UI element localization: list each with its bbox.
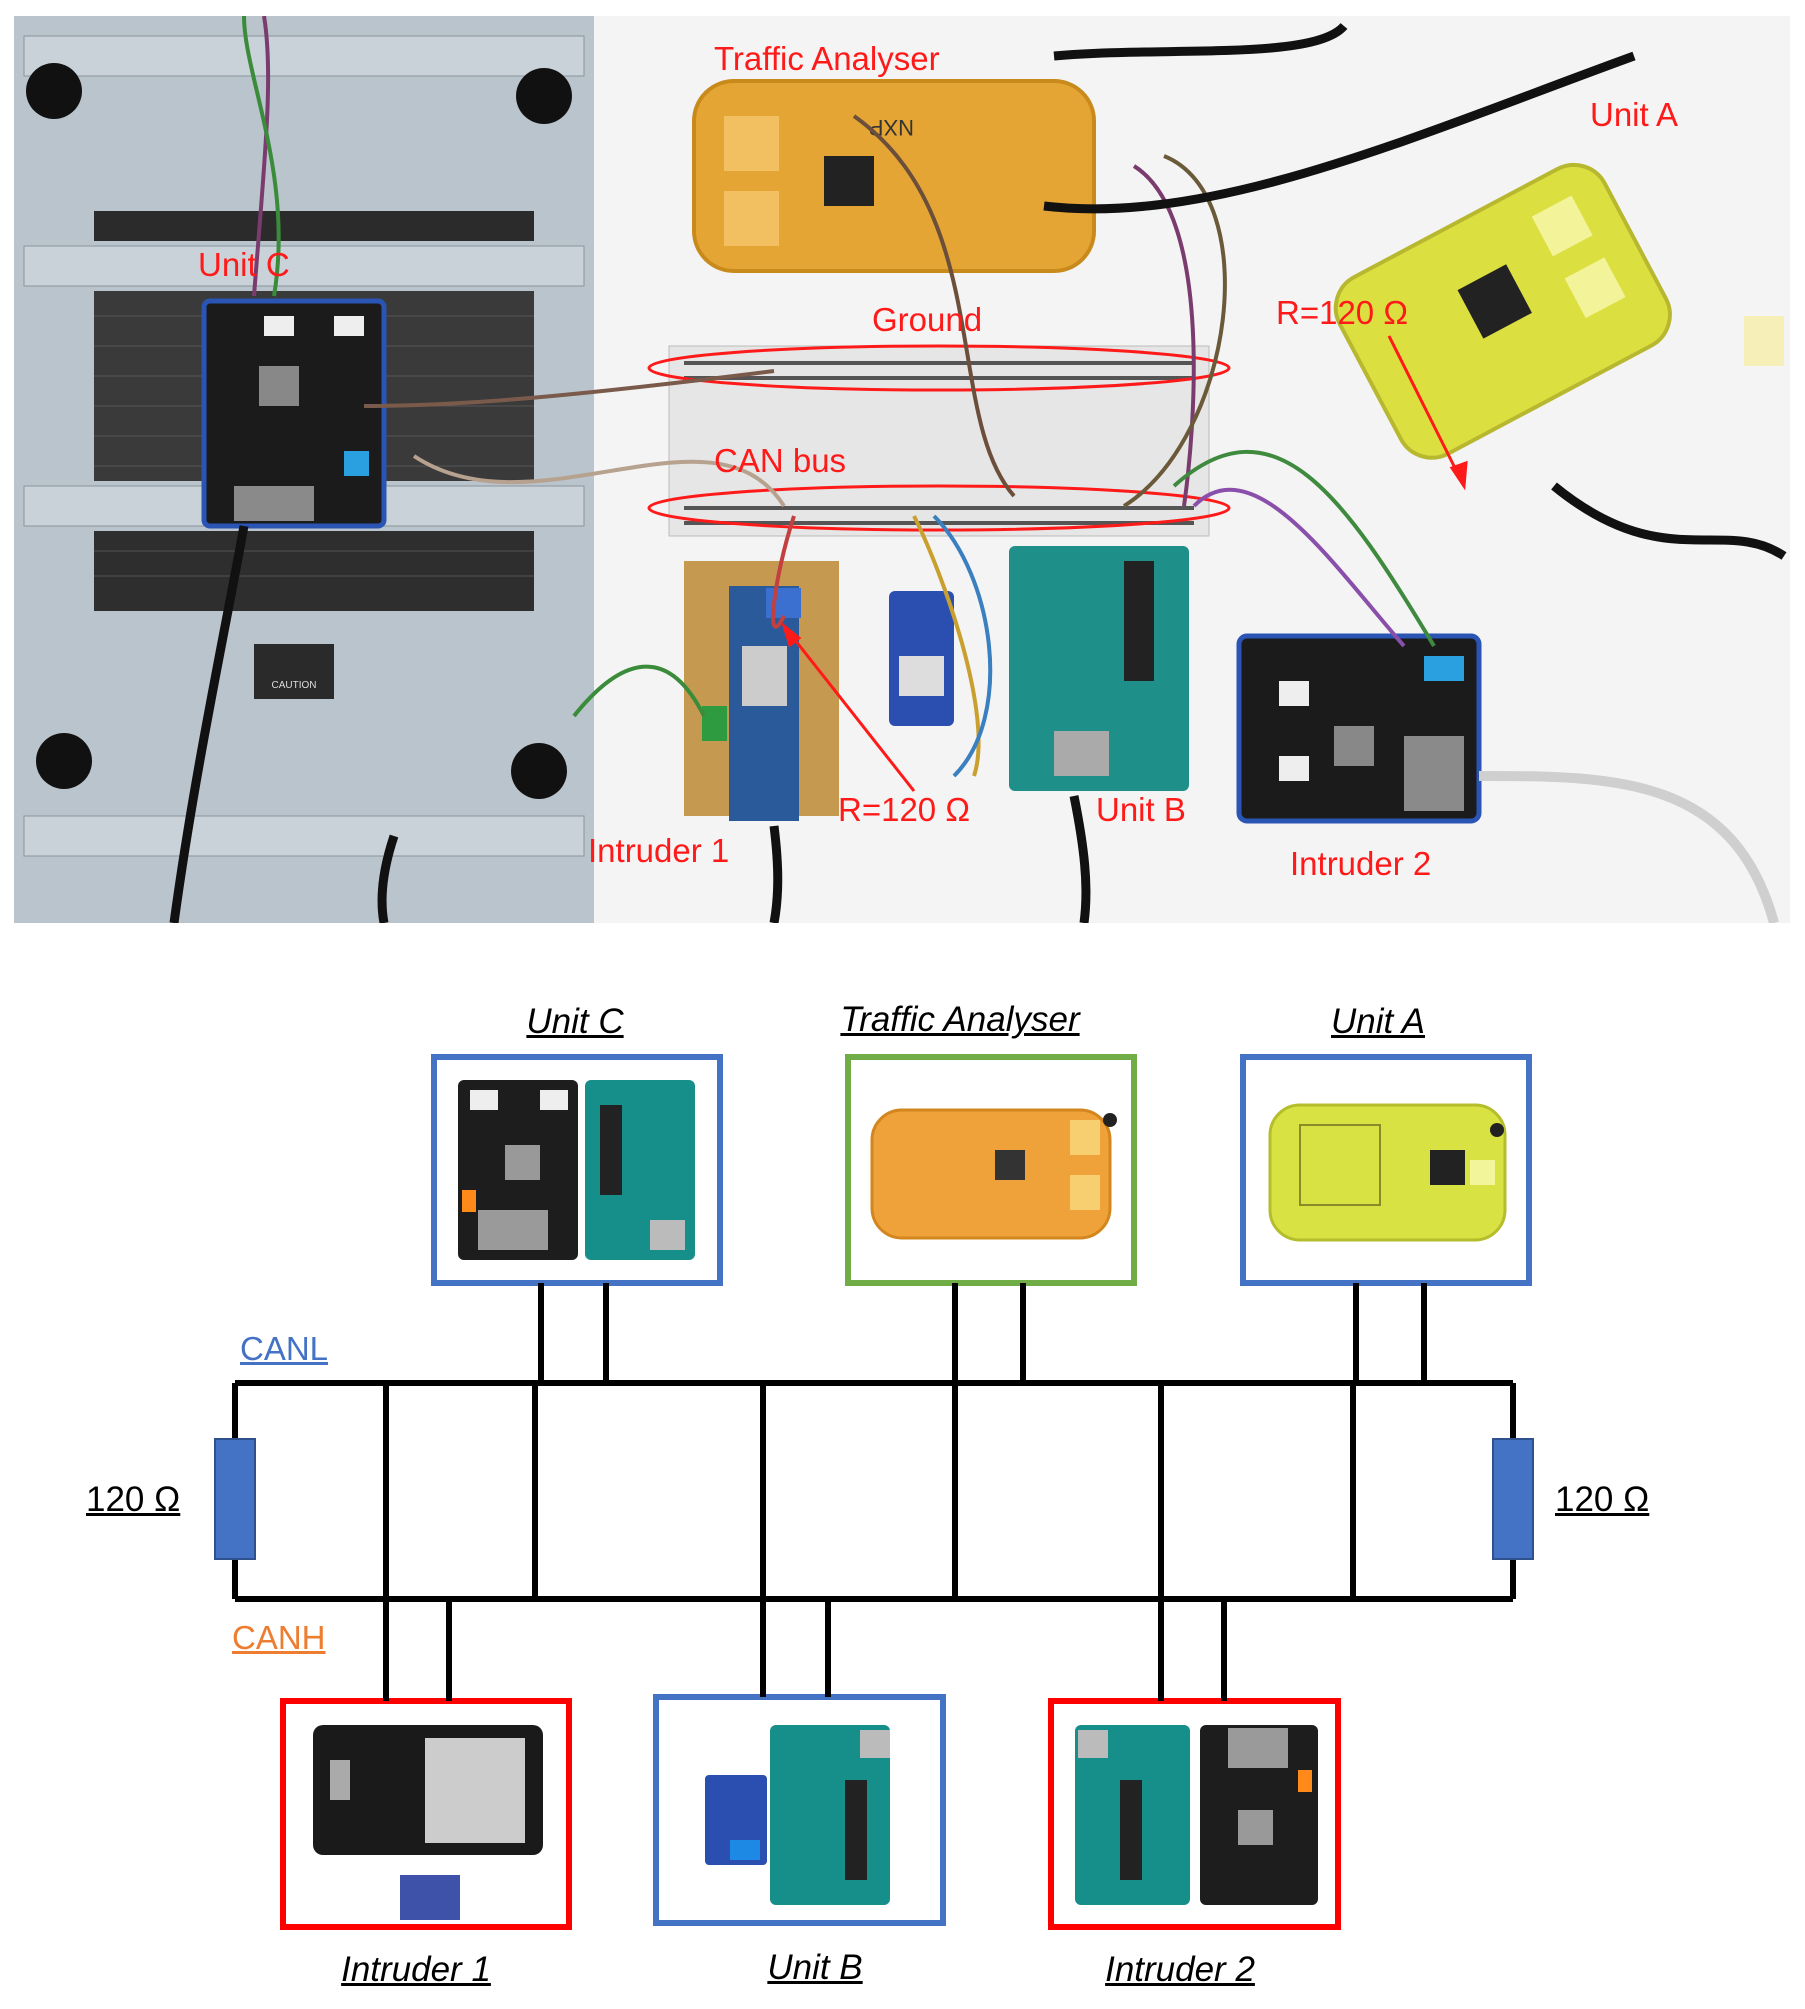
photo-label-r-unit-a: R=120 Ω [1276,294,1408,331]
traffic-analyser-board-picture [870,1108,1117,1240]
photo-label-unit-a: Unit A [1590,96,1679,133]
label-resistor-left: 120 Ω [86,1480,181,1519]
can-bus-diagram: Unit C Traffic Analyser Unit A CANL CANH… [0,940,1805,2009]
label-resistor-right: 120 Ω [1555,1480,1650,1519]
photo-label-intruder-1: Intruder 1 [588,832,730,869]
setup-photo-drawing: CAUTION NXP [14,16,1790,923]
unit-c-board-picture [458,1080,695,1260]
label-traffic-analyser: Traffic Analyser [840,1000,1080,1039]
label-intruder-1: Intruder 1 [341,1950,491,1989]
right-termination-resistor [1492,1438,1534,1560]
label-unit-b: Unit B [767,1948,863,1987]
photo-label-traffic-analyser: Traffic Analyser [714,40,940,77]
photo-label-ground: Ground [872,301,983,338]
label-unit-c: Unit C [526,1002,624,1041]
intruder-2-board-picture [1075,1725,1318,1905]
label-intruder-2: Intruder 2 [1105,1950,1255,1989]
left-termination-resistor [214,1438,256,1560]
caution-sticker: CAUTION [272,680,317,691]
photo-label-can-bus: CAN bus [714,442,847,479]
can-bus-wiring [214,1054,1534,1930]
photo-label-unit-c: Unit C [198,246,290,283]
label-unit-a: Unit A [1330,1002,1426,1041]
unit-a-board-picture [1268,1103,1507,1242]
label-canh: CANH [232,1619,326,1656]
photo-label-r-intruder: R=120 Ω [838,791,970,828]
label-canl: CANL [240,1330,329,1367]
photo-label-unit-b: Unit B [1096,791,1186,828]
photo-label-intruder-2: Intruder 2 [1290,845,1432,882]
unit-b-board-picture [705,1725,890,1905]
setup-photo: CAUTION NXP [14,16,1790,923]
intruder-1-board-picture [313,1725,543,1920]
